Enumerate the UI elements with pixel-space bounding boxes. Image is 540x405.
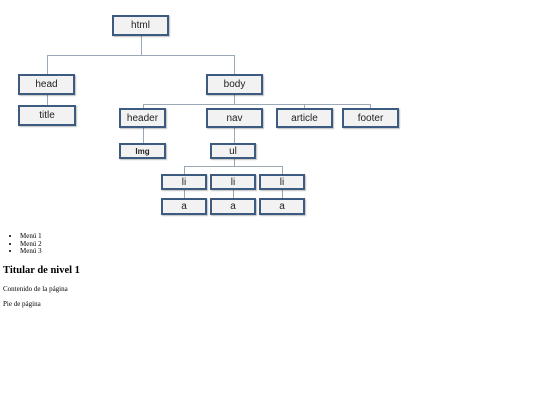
connector xyxy=(47,55,235,56)
node-a: a xyxy=(161,198,207,215)
connector xyxy=(282,166,283,174)
node-footer: footer xyxy=(342,108,399,128)
node-ul: ul xyxy=(210,143,256,159)
connector xyxy=(234,159,235,166)
menu-list: Menú 1 Menú 2 Menú 3 xyxy=(10,232,42,256)
connector xyxy=(184,190,185,198)
node-header: header xyxy=(119,108,166,128)
connector xyxy=(234,128,235,143)
connector xyxy=(47,55,48,74)
node-li: li xyxy=(259,174,305,190)
connector xyxy=(143,104,144,108)
menu-item: Menú 1 xyxy=(20,232,42,241)
connector xyxy=(184,166,282,167)
node-body: body xyxy=(206,74,263,95)
node-title: title xyxy=(18,105,76,126)
node-article: article xyxy=(276,108,333,128)
node-head: head xyxy=(18,74,75,95)
node-a: a xyxy=(259,198,305,215)
connector xyxy=(304,104,305,108)
connector xyxy=(233,190,234,198)
page-footer-text: Pie de página xyxy=(3,300,41,308)
connector xyxy=(184,166,185,174)
connector xyxy=(282,190,283,198)
node-a: a xyxy=(210,198,256,215)
node-li: li xyxy=(161,174,207,190)
connector xyxy=(141,36,142,55)
menu-item: Menú 3 xyxy=(20,247,42,256)
node-html: html xyxy=(112,15,169,36)
menu-item: Menú 2 xyxy=(20,240,42,249)
page-heading: Titular de nivel 1 xyxy=(3,265,80,276)
dom-tree-diagram: html head body title header nav article … xyxy=(18,15,399,215)
node-img: Img xyxy=(119,143,166,159)
connector xyxy=(143,128,144,143)
node-li: li xyxy=(210,174,256,190)
connector xyxy=(370,104,371,108)
connector xyxy=(234,55,235,74)
connector xyxy=(234,95,235,104)
connector xyxy=(143,104,371,105)
page-content: Contenido de la página xyxy=(3,285,68,293)
node-nav: nav xyxy=(206,108,263,128)
connector xyxy=(47,95,48,105)
